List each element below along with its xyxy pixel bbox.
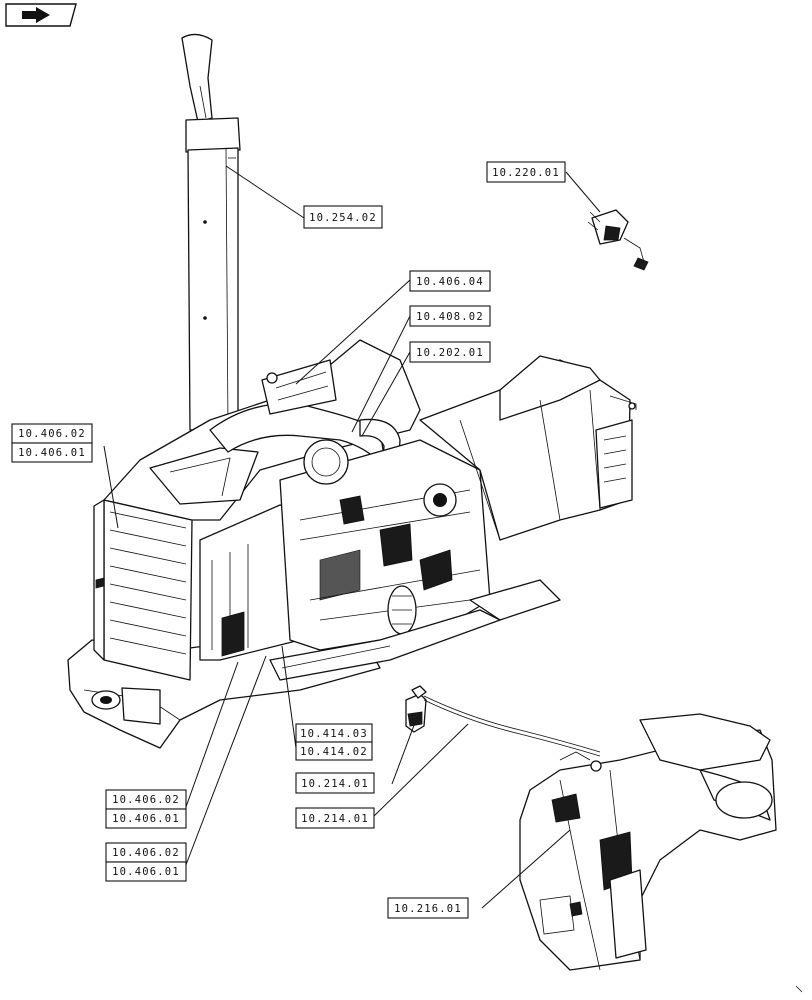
- svg-text:10.406.02: 10.406.02: [112, 847, 180, 859]
- svg-text:10.406.01: 10.406.01: [112, 813, 180, 825]
- sensor-assembly: [587, 209, 649, 271]
- svg-text:10.406.04: 10.406.04: [416, 276, 484, 288]
- callout-10-414[interactable]: 10.414.03 10.414.02: [295, 723, 373, 761]
- svg-text:10.220.01: 10.220.01: [492, 167, 560, 179]
- tractor-engine-assembly: [67, 339, 637, 749]
- callout-exhaust[interactable]: 10.254.02: [303, 205, 383, 229]
- fuel-sensor-cable: [405, 685, 601, 757]
- svg-text:10.414.03: 10.414.03: [300, 728, 368, 740]
- callout-10-406-04[interactable]: 10.406.04: [409, 270, 491, 292]
- callout-10-202-01[interactable]: 10.202.01: [409, 341, 491, 363]
- svg-text:10.406.02: 10.406.02: [18, 428, 86, 440]
- svg-text:10.406.01: 10.406.01: [112, 866, 180, 878]
- svg-text:10.408.02: 10.408.02: [416, 311, 484, 323]
- svg-text:10.406.01: 10.406.01: [18, 447, 86, 459]
- svg-text:10.406.02: 10.406.02: [112, 794, 180, 806]
- leader-lines: [103, 165, 601, 909]
- callout-sensor-top[interactable]: 10.220.01: [486, 161, 566, 183]
- svg-text:10.414.02: 10.414.02: [300, 746, 368, 758]
- fuel-tank: [519, 713, 777, 971]
- exhaust-stack: [181, 33, 241, 431]
- callout-10-408-02[interactable]: 10.408.02: [409, 305, 491, 327]
- callout-10-214-01-a[interactable]: 10.214.01: [295, 772, 375, 794]
- svg-text:10.202.01: 10.202.01: [416, 347, 484, 359]
- callout-bottom-stack-c[interactable]: 10.406.02 10.406.01: [105, 842, 187, 882]
- svg-text:10.214.01: 10.214.01: [301, 813, 369, 825]
- svg-text:10.214.01: 10.214.01: [301, 778, 369, 790]
- page-flip-icon[interactable]: [5, 3, 77, 27]
- callout-10-214-01-b[interactable]: 10.214.01: [295, 807, 375, 829]
- svg-text:10.216.01: 10.216.01: [394, 903, 462, 915]
- svg-text:10.254.02: 10.254.02: [309, 212, 377, 224]
- callout-left-stack[interactable]: 10.406.02 10.406.01: [11, 423, 93, 463]
- corner-mark: [795, 985, 803, 993]
- callout-10-216-01[interactable]: 10.216.01: [387, 897, 469, 919]
- callout-bottom-stack-b[interactable]: 10.406.02 10.406.01: [105, 789, 187, 829]
